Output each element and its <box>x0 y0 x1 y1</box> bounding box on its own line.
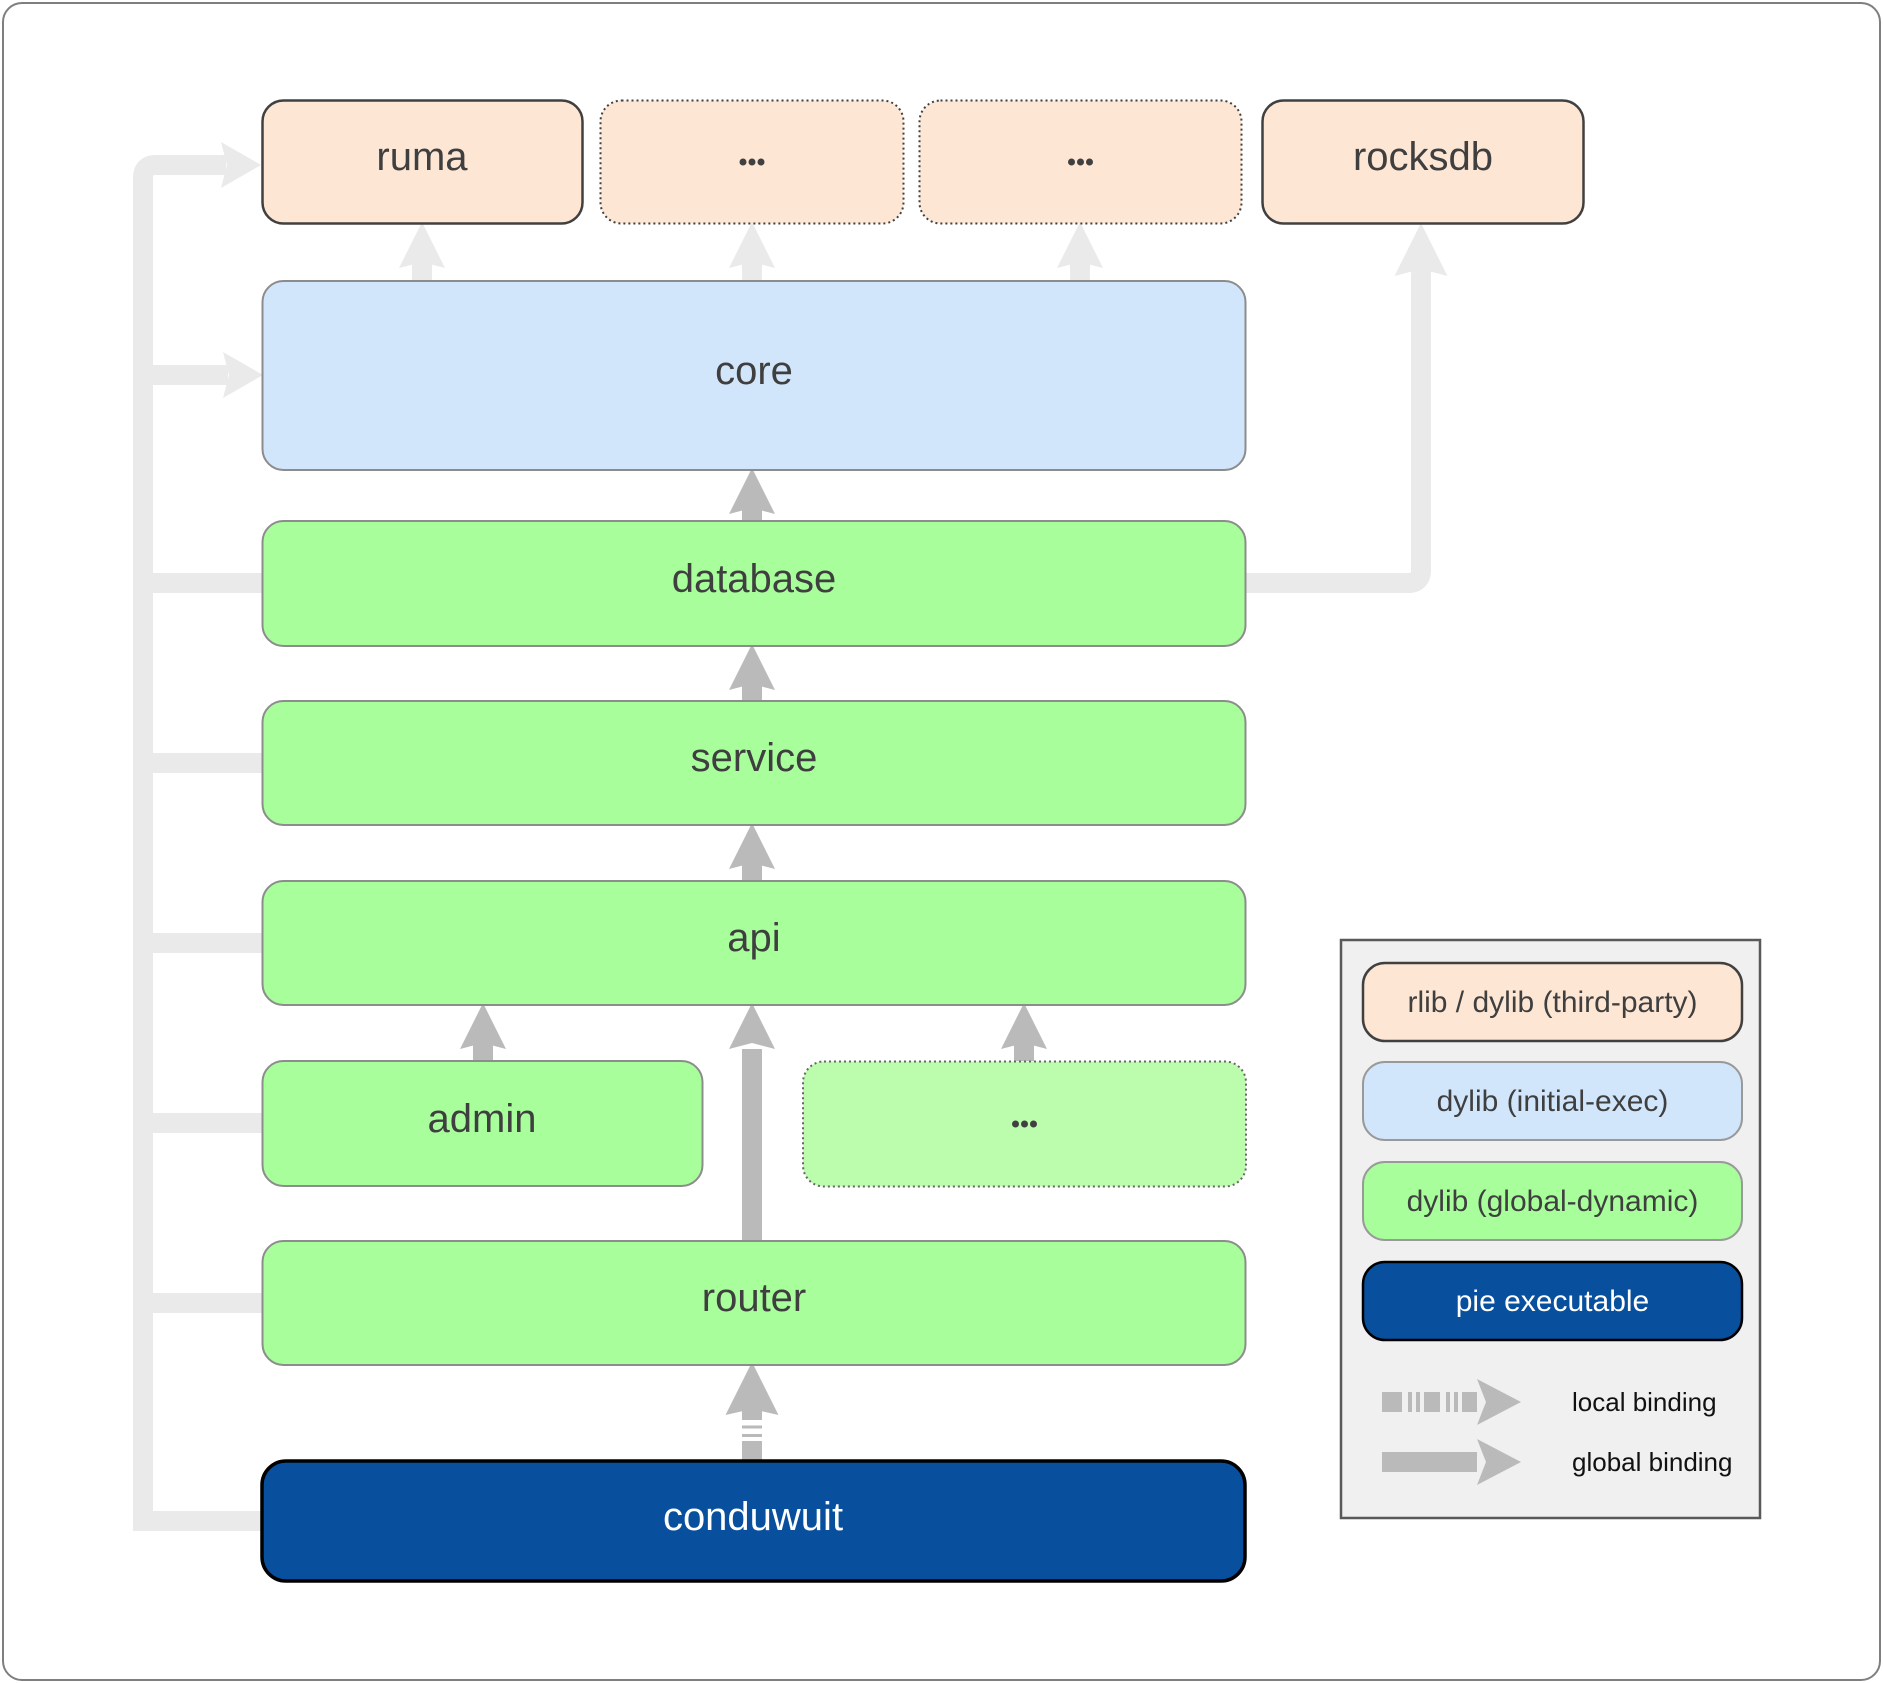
svg-text:dylib (initial-exec): dylib (initial-exec) <box>1437 1085 1669 1118</box>
svg-text:core: core <box>715 349 793 393</box>
svg-text:pie executable: pie executable <box>1456 1285 1649 1318</box>
svg-text:api: api <box>727 916 780 960</box>
svg-text:admin: admin <box>428 1097 537 1141</box>
svg-text:rlib / dylib (third-party): rlib / dylib (third-party) <box>1407 986 1697 1019</box>
svg-text:service: service <box>691 736 818 780</box>
svg-text:local binding: local binding <box>1572 1387 1717 1417</box>
svg-text:dylib (global-dynamic): dylib (global-dynamic) <box>1407 1185 1699 1218</box>
svg-text:database: database <box>672 557 837 601</box>
svg-text:ruma: ruma <box>376 135 468 179</box>
svg-text:rocksdb: rocksdb <box>1353 135 1493 179</box>
svg-text:global binding: global binding <box>1572 1447 1732 1477</box>
svg-text:router: router <box>702 1276 807 1320</box>
svg-text:conduwuit: conduwuit <box>663 1495 843 1539</box>
